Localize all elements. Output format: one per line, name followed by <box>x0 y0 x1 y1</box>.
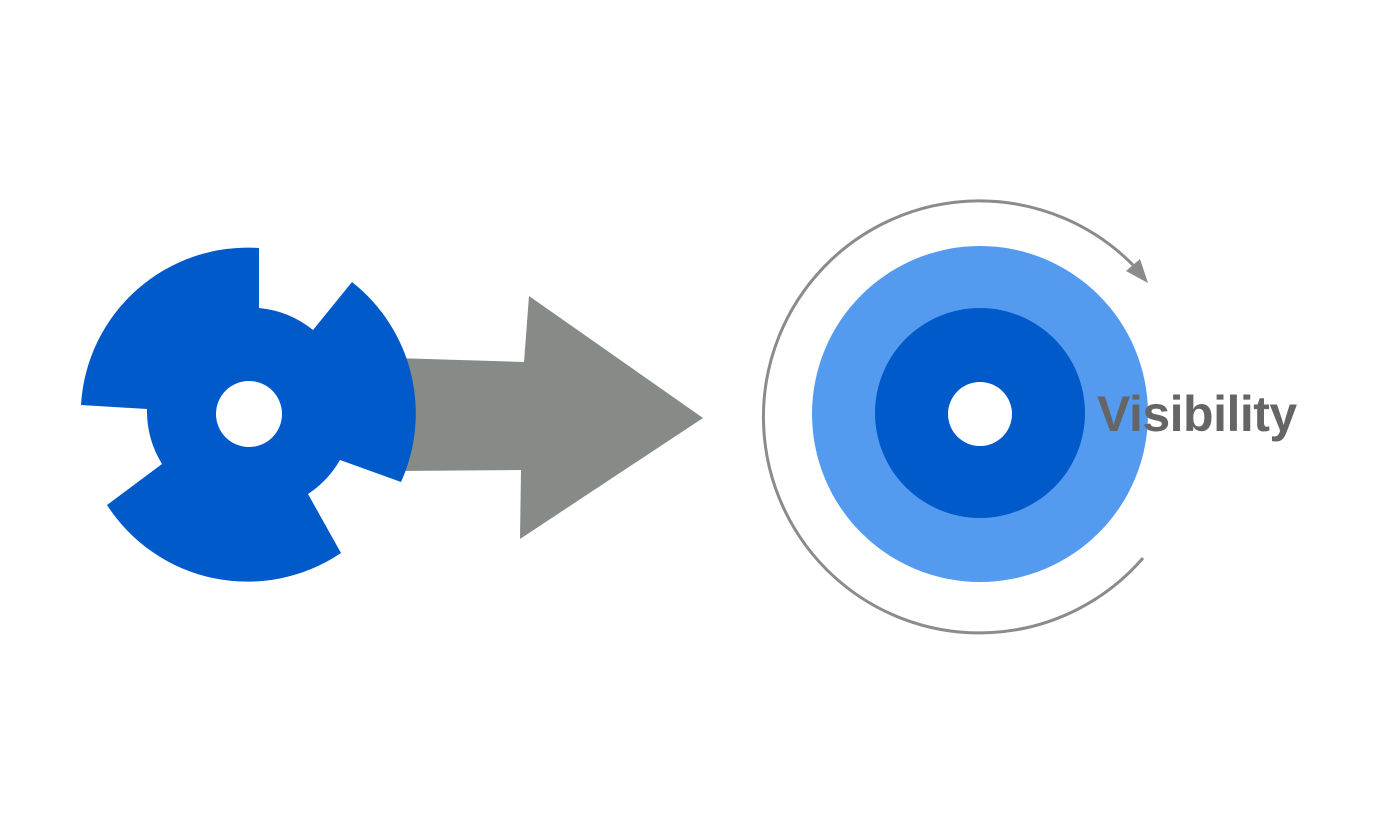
block-arrow-right-icon <box>395 296 703 539</box>
cycle-arrowhead <box>1126 259 1148 283</box>
broken-blue-disc-icon <box>81 247 416 582</box>
cycle-arc <box>761 199 1145 635</box>
circular-arrow-icon <box>761 199 1148 635</box>
broken-disc-hole <box>216 381 282 447</box>
visibility-label: Visibility <box>1097 386 1297 442</box>
target-hole <box>948 382 1012 446</box>
target-disc-icon <box>812 246 1148 582</box>
